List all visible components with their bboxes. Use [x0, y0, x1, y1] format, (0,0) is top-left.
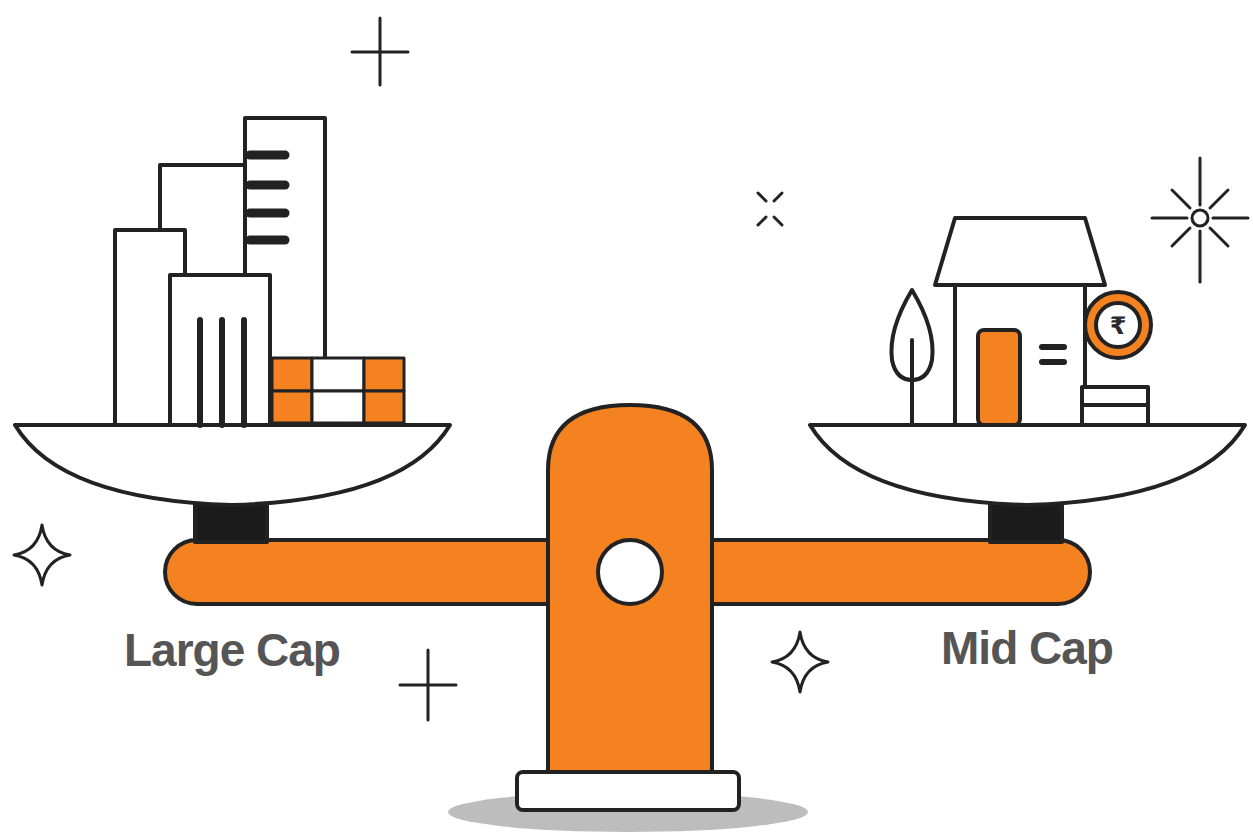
scale-label: Mid Cap	[941, 621, 1113, 675]
sparkles	[14, 18, 1248, 720]
stand	[548, 405, 712, 785]
tree	[891, 290, 932, 425]
pivot	[598, 540, 662, 604]
house	[935, 218, 1105, 425]
left-pan	[15, 425, 450, 505]
currency-symbol: ₹	[1110, 312, 1127, 340]
right-pan	[810, 425, 1245, 505]
cash-bundles	[272, 358, 404, 423]
scale-label: Large Cap	[124, 623, 340, 677]
buildings	[115, 118, 325, 425]
stand-base	[517, 772, 739, 810]
beam	[165, 540, 1090, 604]
coin-stack	[1082, 292, 1151, 425]
